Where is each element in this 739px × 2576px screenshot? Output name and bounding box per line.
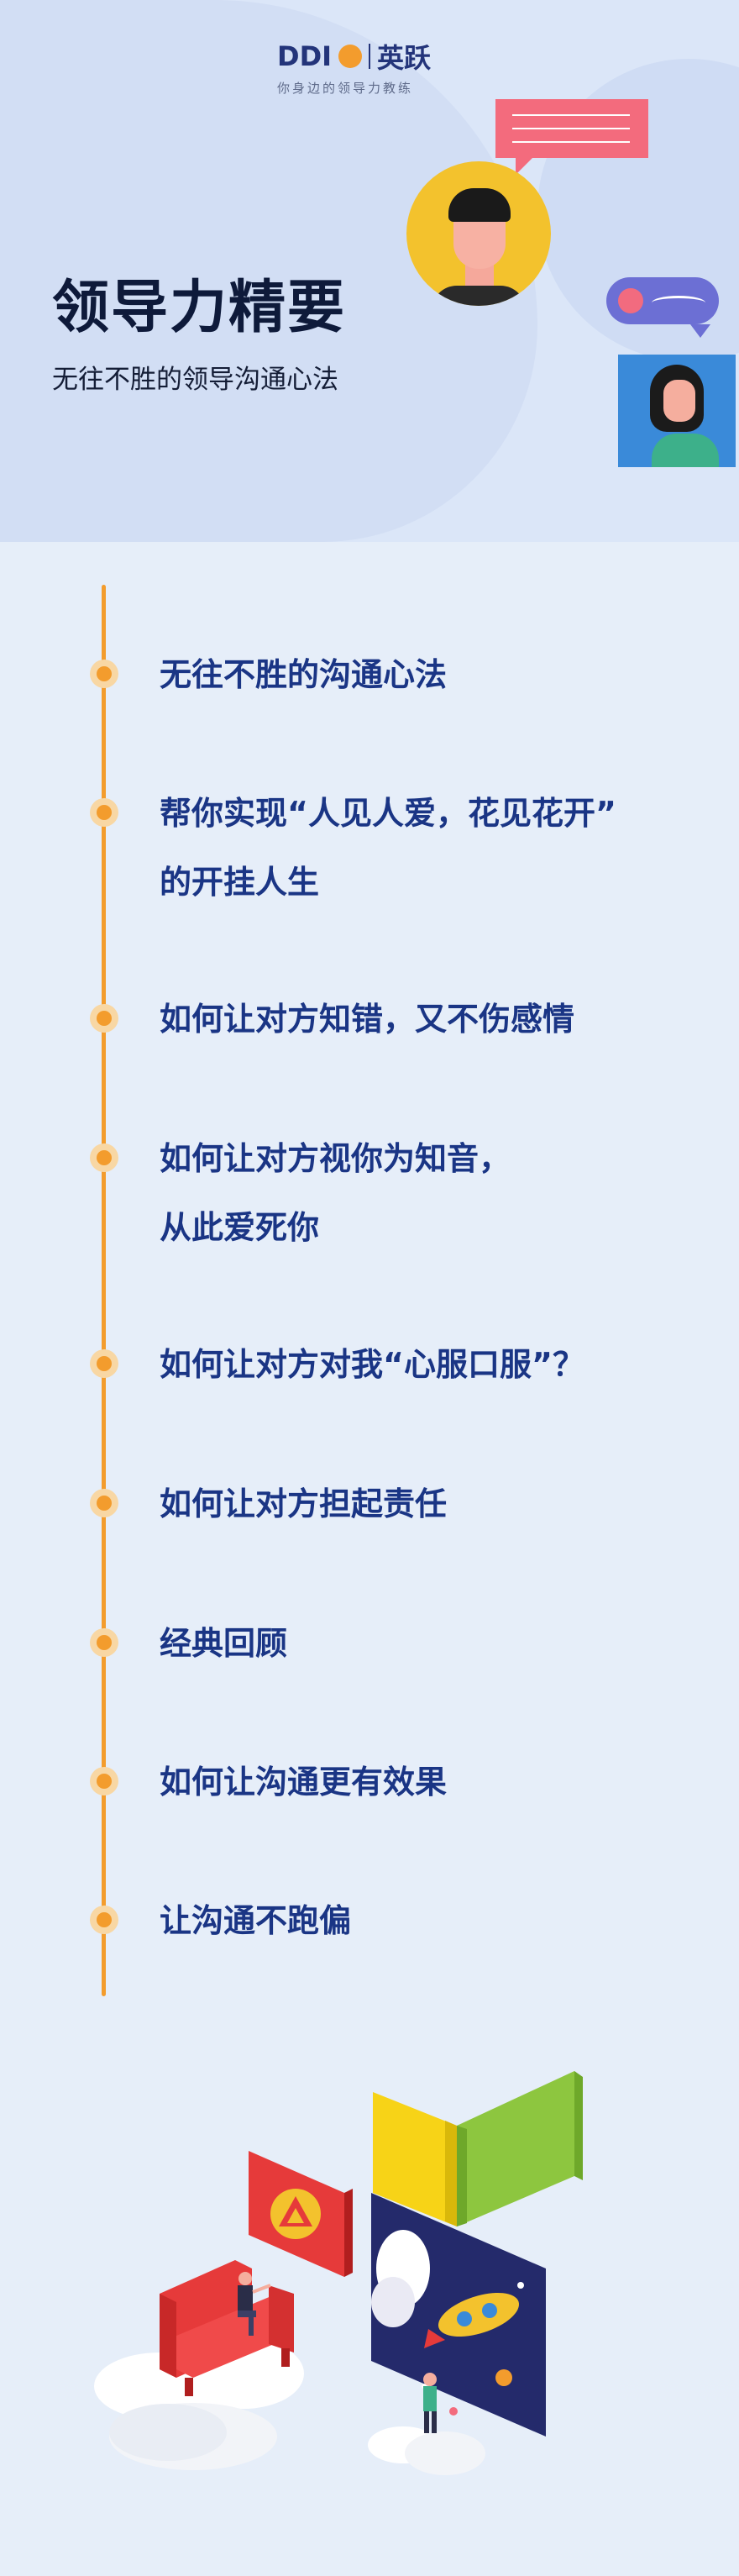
outline-item-5: 如何让对方对我“心服口服”？ <box>160 1346 584 1383</box>
open-book-icon <box>373 2071 583 2226</box>
space-panel-icon <box>371 2193 546 2437</box>
outline-item-8: 如何让沟通更有效果 <box>160 1764 448 1801</box>
triangle-sign-icon <box>249 2151 353 2277</box>
basketball-icon <box>338 45 363 68</box>
person-sitting-icon <box>238 2272 271 2336</box>
timeline-dot <box>90 1906 118 1934</box>
brand-slogan: 你身边的领导力教练 <box>277 81 414 96</box>
page-subtitle: 无往不胜的领导沟通心法 <box>52 365 338 395</box>
timeline-dot <box>90 1767 118 1795</box>
hero-banner: DDI 英跃 你身边的领导力教练 领导力精要 无往不胜的领导沟通心法 <box>0 0 739 542</box>
logo-cn: 英跃 <box>377 42 432 74</box>
timeline-dot <box>90 1143 118 1172</box>
timeline-dot <box>90 1349 118 1378</box>
female-avatar-icon <box>618 355 736 467</box>
person-standing-icon <box>423 2373 437 2433</box>
logo-text: DDI <box>277 40 333 72</box>
outline-item-7: 经典回顾 <box>160 1625 288 1662</box>
timeline-dot <box>90 660 118 688</box>
outline-item-2: 帮你实现“人见人爱，花见花开” 的开挂人生 <box>160 795 616 901</box>
outline-item-6: 如何让对方担起责任 <box>160 1485 448 1522</box>
cloud-right-icon <box>368 2426 485 2475</box>
isometric-illustration <box>94 2071 583 2475</box>
outline-item-3: 如何让对方知错，又不伤感情 <box>160 1001 575 1038</box>
voice-bubble-icon <box>606 277 719 338</box>
male-avatar-icon <box>406 161 551 306</box>
timeline-line <box>102 585 106 1996</box>
outline-item-1: 无往不胜的沟通心法 <box>160 656 448 693</box>
timeline-dot <box>90 1489 118 1517</box>
brand-logo: DDI 英跃 你身边的领导力教练 <box>277 37 479 97</box>
page-title: 领导力精要 <box>52 275 347 341</box>
outline-item-4: 如何让对方视你为知音， 从此爱死你 <box>160 1140 511 1246</box>
timeline-dot <box>90 1004 118 1033</box>
timeline-dot <box>90 798 118 827</box>
timeline-dot <box>90 1628 118 1657</box>
chat-bubble-icon <box>495 99 648 175</box>
logo-divider <box>369 44 371 69</box>
armchair-icon <box>160 2260 294 2396</box>
outline-item-9: 让沟通不跑偏 <box>160 1902 352 1939</box>
